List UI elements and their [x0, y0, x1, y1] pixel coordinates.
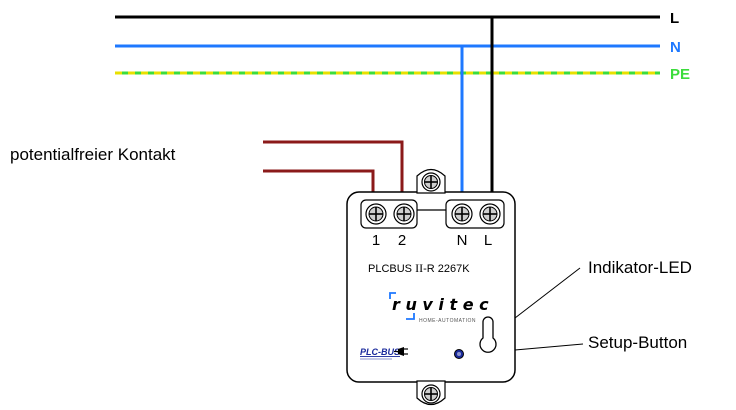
terminal-screw-N [451, 203, 473, 225]
model-variant: K [462, 263, 470, 275]
plcbus-logo: PLC-BUS [360, 347, 400, 357]
model-number: 2267 [438, 263, 462, 275]
contact-label: potentialfreier Kontakt [10, 145, 176, 164]
terminal-screw-1 [365, 203, 387, 225]
model-roman: II [415, 261, 423, 275]
label-N: N [670, 39, 681, 56]
terminal-label-N: N [457, 232, 468, 249]
top-mount-screw [416, 168, 446, 194]
model-suffix: -R [423, 263, 435, 275]
terminal-label-1: 1 [372, 232, 380, 249]
model-prefix: PLCBUS [368, 263, 412, 275]
brand-bracket-top [389, 292, 396, 299]
brand-logo: r u v i t e c HOME-AUTOMATION [389, 292, 489, 324]
brand-bracket-bottom [406, 313, 415, 320]
label-PE: PE [670, 66, 690, 83]
setup-callout-label: Setup-Button [588, 333, 687, 352]
model-label: PLCBUS II-R 2267K [368, 261, 470, 275]
label-L: L [670, 10, 679, 27]
setup-button[interactable] [479, 316, 497, 353]
contact-wire-upper [263, 140, 404, 208]
bottom-mount-screw [416, 380, 446, 406]
brand-tagline: HOME-AUTOMATION [419, 318, 476, 324]
terminal-label-L: L [484, 232, 492, 249]
terminal-label-2: 2 [398, 232, 406, 249]
led-callout-line-1 [514, 267, 581, 319]
plug-icon [394, 347, 408, 356]
terminal-screw-L [479, 203, 501, 225]
terminal-screw-2 [393, 203, 415, 225]
brand-name: r u v i t e c [392, 295, 489, 314]
led-callout-label: Indikator-LED [588, 258, 692, 277]
setup-callout-line [514, 343, 584, 351]
